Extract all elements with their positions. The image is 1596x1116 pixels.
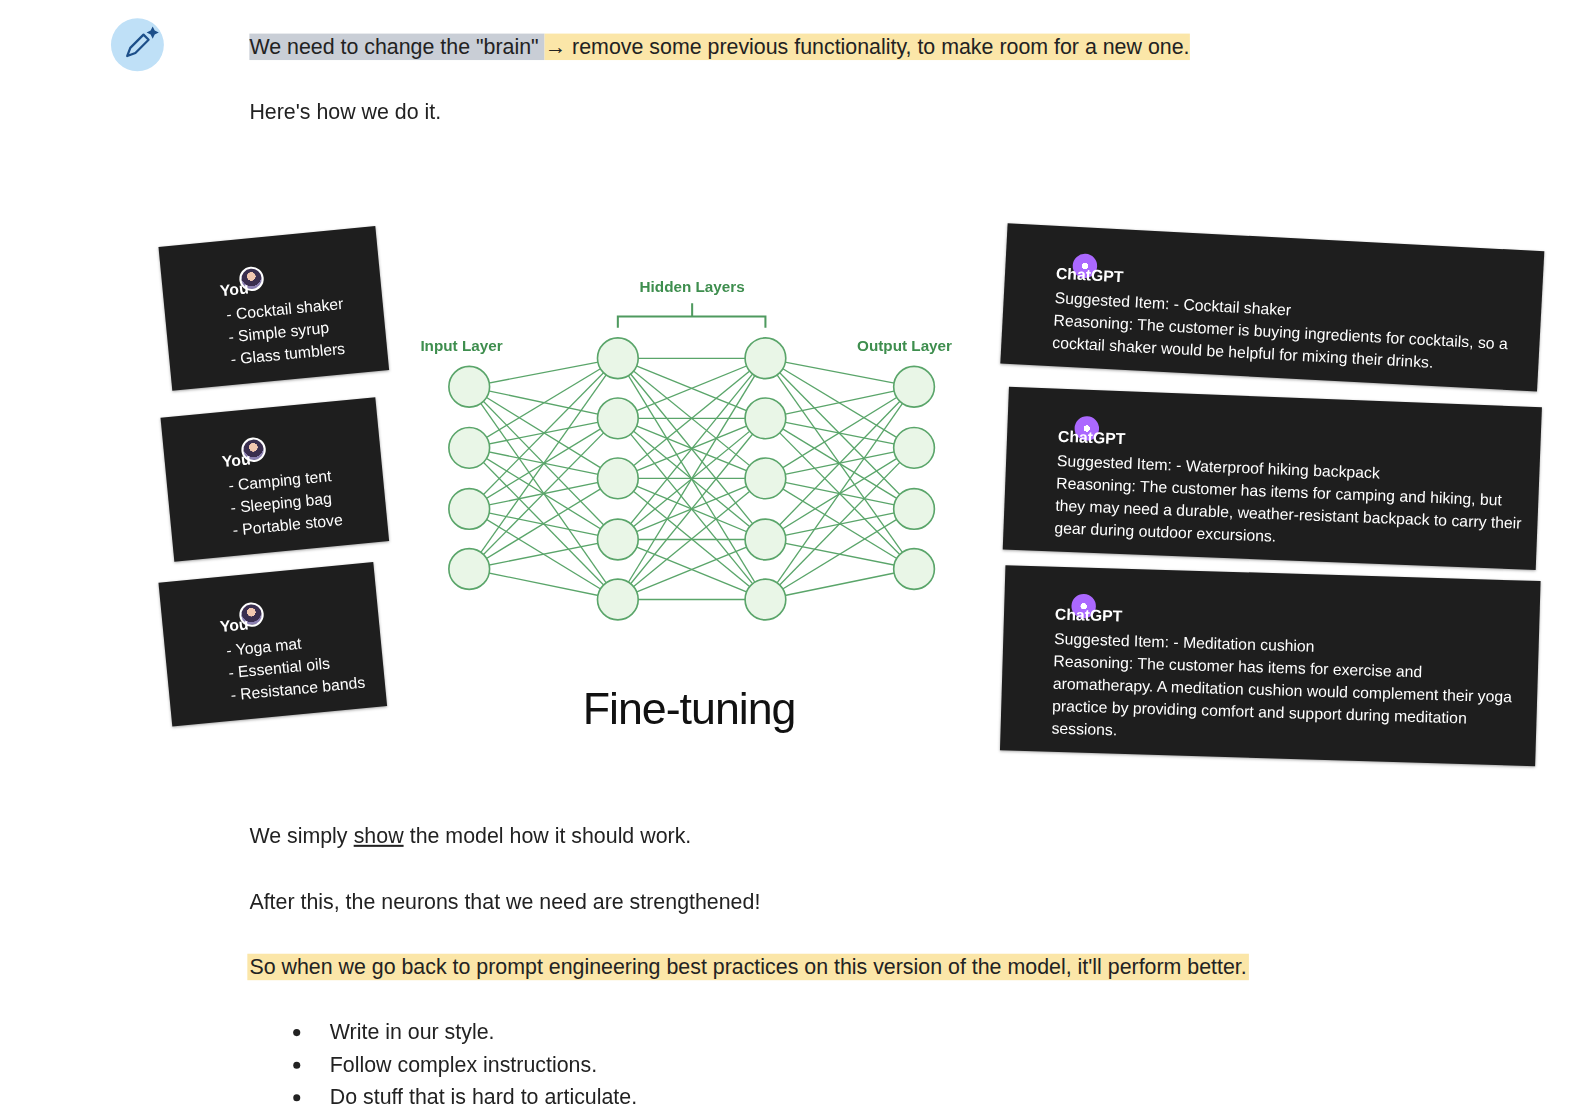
neuron (597, 519, 638, 560)
network-connection (618, 418, 766, 599)
heading-line: We need to change the "brain"→ remove so… (249, 34, 1189, 60)
user-message-card: You- Cocktail shaker- Simple syrup- Glas… (158, 226, 389, 391)
layer-label: Hidden Layers (640, 277, 745, 296)
network-connection (618, 358, 766, 539)
neuron (745, 398, 786, 439)
highlighted-text: → remove some previous functionality, to… (545, 34, 1190, 60)
network-connection (765, 358, 914, 387)
network-connection (618, 539, 766, 599)
network-connection (765, 387, 914, 419)
edit-icon-circle (111, 18, 164, 71)
network-connection (469, 387, 618, 600)
layer-label: Output Layer (857, 336, 952, 355)
network-connection (469, 569, 618, 600)
neuron (894, 366, 935, 407)
network-connection (469, 418, 618, 569)
network-connection (765, 387, 914, 600)
neuron (597, 579, 638, 620)
bullet-dot (293, 1094, 300, 1101)
network-connection (765, 448, 914, 600)
layer-label: Input Layer (420, 336, 502, 355)
user-message-card: You- Yoga mat- Essential oils- Resistanc… (158, 562, 387, 727)
body-text: We simply (249, 822, 347, 848)
neuron (745, 458, 786, 499)
body-text: After this, the neurons that we need are… (249, 889, 760, 915)
network-connection (618, 358, 766, 478)
neuron (894, 549, 935, 590)
neuron (449, 366, 490, 407)
underlined-text: show (354, 822, 404, 848)
user-message-card: You- Camping tent- Sleeping bag- Portabl… (160, 397, 389, 562)
network-connection (618, 539, 766, 599)
highlighted-text: So when we go back to prompt engineering… (247, 954, 1248, 980)
neuron (597, 338, 638, 379)
network-connection (765, 358, 914, 569)
network-connection (765, 387, 914, 479)
sparkle-icon (147, 26, 159, 38)
card-text: Reasoning: The customer has items for ex… (1051, 650, 1524, 753)
card-text: Reasoning: The customer is buying ingred… (1052, 309, 1526, 378)
network-connection (469, 448, 618, 600)
network-connection (765, 509, 914, 600)
assistant-message-card: ChatGPTSuggested Item: - Meditation cush… (1000, 565, 1541, 766)
pencil-icon (127, 35, 148, 56)
network-connection (618, 599, 766, 600)
highlighted-text: We need to change the "brain" (249, 34, 544, 60)
body-text: Here's how we do it. (249, 99, 441, 125)
network-connection (469, 509, 618, 600)
neuron (449, 428, 490, 469)
neuron (449, 549, 490, 590)
bullet-text: Do stuff that is hard to articulate. (330, 1084, 637, 1110)
neuron (894, 428, 935, 469)
bullet-dot (293, 1029, 300, 1036)
network-connection (618, 358, 766, 539)
network-connection (618, 358, 766, 478)
body-text: the model how it should work. (410, 822, 692, 848)
assistant-message-card: ChatGPTSuggested Item: - Waterproof hiki… (1003, 387, 1542, 570)
network-connection (618, 358, 766, 599)
network-connection (469, 358, 618, 387)
neuron (449, 489, 490, 530)
network-connection (765, 569, 914, 600)
layer-bracket (618, 303, 766, 327)
card-text: Reasoning: The customer has items for ca… (1054, 472, 1524, 557)
bullet-text: Follow complex instructions. (330, 1051, 597, 1077)
diagram-caption: Fine-tuning (583, 680, 796, 736)
bullet-text: Write in our style. (330, 1019, 495, 1045)
neuron (745, 338, 786, 379)
neuron (745, 579, 786, 620)
neuron (745, 519, 786, 560)
network-connection (618, 358, 766, 418)
network-connection (469, 358, 618, 569)
network-connection (618, 418, 766, 599)
assistant-message-card: ChatGPTSuggested Item: - Cocktail shaker… (1000, 223, 1544, 391)
neuron (597, 458, 638, 499)
neuron (894, 489, 935, 530)
bullet-dot (293, 1062, 300, 1069)
network-connection (765, 387, 914, 540)
network-connection (618, 478, 766, 599)
network-connection (618, 478, 766, 599)
network-connection (618, 358, 766, 359)
body-line: We simply showthe model how it should wor… (249, 822, 691, 848)
network-connection (469, 358, 618, 509)
network-connection (618, 358, 766, 418)
neuron (597, 398, 638, 439)
network-connection (469, 539, 618, 569)
network-connection (765, 358, 914, 509)
network-connection (618, 358, 766, 599)
network-connection (469, 478, 618, 569)
